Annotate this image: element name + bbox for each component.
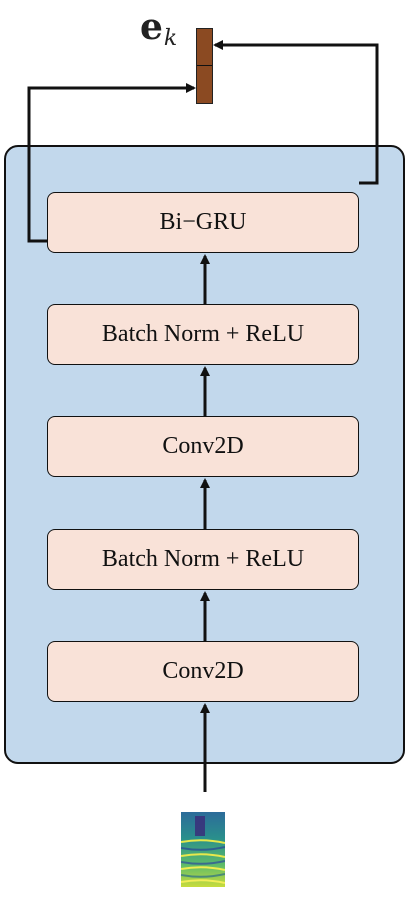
conv2d-block-1: Conv2D (47, 641, 359, 702)
embedding-vector (196, 28, 213, 104)
embedding-divider (197, 65, 212, 66)
conv2d-block-2: Conv2D (47, 416, 359, 477)
spectrogram-image (181, 812, 225, 887)
bi-gru-block: Bi−GRU (47, 192, 359, 253)
arrow-bigru-right-to-embedding (213, 40, 379, 185)
embedding-label: ek (140, 6, 177, 51)
embedding-symbol: e (140, 6, 163, 48)
batch-norm-relu-block-2: Batch Norm + ReLU (47, 304, 359, 365)
batch-norm-relu-block-1: Batch Norm + ReLU (47, 529, 359, 590)
embedding-subscript: k (163, 26, 178, 51)
arrow-bigru-left-to-embedding (27, 83, 196, 243)
